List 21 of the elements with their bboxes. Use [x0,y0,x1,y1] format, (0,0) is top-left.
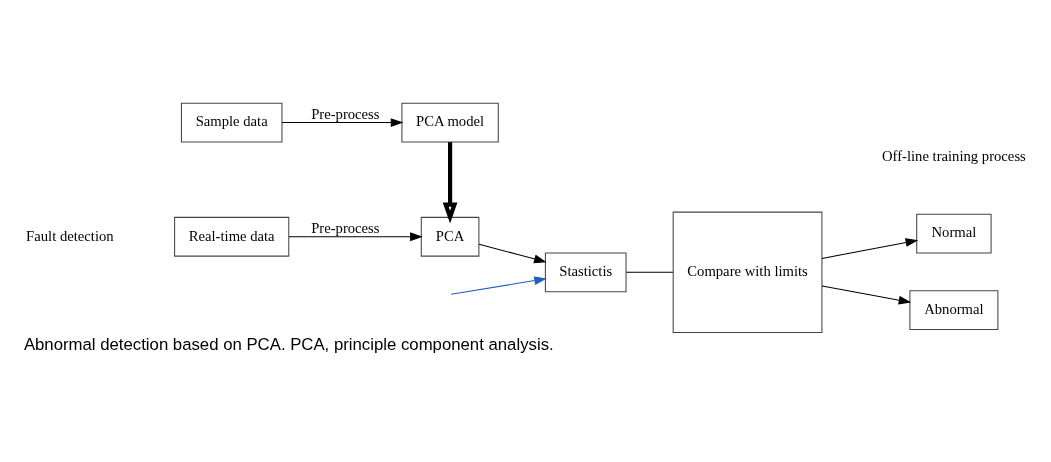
caption: Abnormal detection based on PCA. PCA, principle component analysis. [23,334,554,354]
node-box: Stastictis [544,251,627,292]
node-box: PCA model [401,102,499,142]
arrow [450,275,547,295]
arrow [442,141,458,223]
node-box: PCA [420,216,480,257]
arrow [821,284,912,304]
node-box: Normal [916,213,992,253]
arrow [281,117,404,127]
node-box: Compare with limits [672,211,823,333]
node-box: Real-time data [174,216,290,257]
arrow [288,231,423,241]
arrow [478,243,547,263]
edge-label: Pre-process [311,105,380,122]
arrow [821,237,919,259]
node-box: Sample data [180,102,283,142]
connector [625,271,674,273]
label: Fault detection [26,227,114,244]
label: Off-line training process [881,147,1026,164]
edge-label: Pre-process [311,219,380,236]
node-box: Abnormal [909,289,999,330]
